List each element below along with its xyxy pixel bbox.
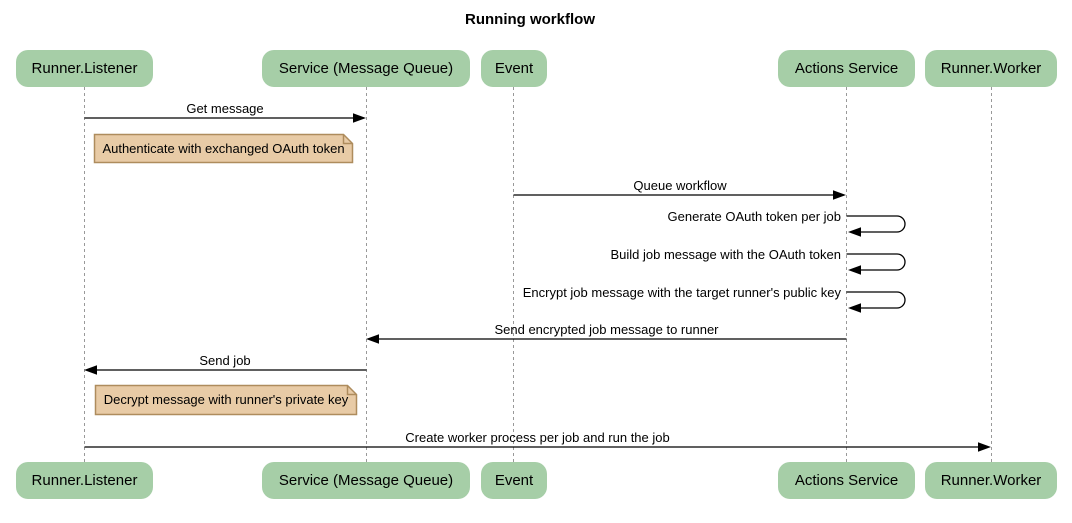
participant-service-message-queue-bottom: Service (Message Queue) [262,462,470,499]
participant-event-top: Event [481,50,547,87]
note-decrypt-fold [346,385,357,396]
self-loop-build-job-message [846,253,906,271]
participant-event-bottom: Event [481,462,547,499]
message-label-create-worker-process: Create worker process per job and run th… [405,430,670,445]
self-loops [846,215,906,313]
participant-runner-worker-top: Runner.Worker [925,50,1057,87]
arrowhead-encrypt-job-message [848,303,861,313]
participant-runner-worker-bottom: Runner.Worker [925,462,1057,499]
message-label-get-message: Get message [186,101,264,116]
arrowhead-generate-oauth-token [848,227,861,237]
message-label-generate-oauth-token: Generate OAuth token per job [667,209,841,224]
arrowhead-create-worker-process [978,442,991,452]
lifelines [84,87,992,462]
note-decrypt-shape [94,384,358,416]
self-loop-encrypt-job-message [846,291,906,309]
arrowhead-build-job-message [848,265,861,275]
message-label-build-job-message: Build job message with the OAuth token [610,247,841,262]
message-label-send-job: Send job [199,353,251,368]
arrowhead-send-job [84,365,97,375]
participant-runner-listener-bottom: Runner.Listener [16,462,153,499]
message-label-encrypt-job-message: Encrypt job message with the target runn… [522,285,841,300]
arrowhead-queue-workflow [833,190,846,200]
message-label-send-encrypted-job-message: Send encrypted job message to runner [494,322,719,337]
note-authenticate-shape [93,133,354,164]
participant-actions-service-top: Actions Service [778,50,915,87]
arrowhead-get-message [353,113,366,123]
participant-service-message-queue-top: Service (Message Queue) [262,50,470,87]
diagram-title: Running workflow [465,11,595,28]
note-authenticate-fold [342,134,353,145]
note-authenticate-label: Authenticate with exchanged OAuth token [102,141,345,156]
participant-actions-service-bottom: Actions Service [778,462,915,499]
participant-runner-listener-top: Runner.Listener [16,50,153,87]
message-arrows [84,113,991,452]
self-loop-generate-oauth-token [846,215,906,233]
note-shapes [93,133,358,416]
arrowhead-send-encrypted-job-message [366,334,379,344]
note-decrypt-label: Decrypt message with runner's private ke… [103,392,349,407]
message-label-queue-workflow: Queue workflow [633,178,727,193]
